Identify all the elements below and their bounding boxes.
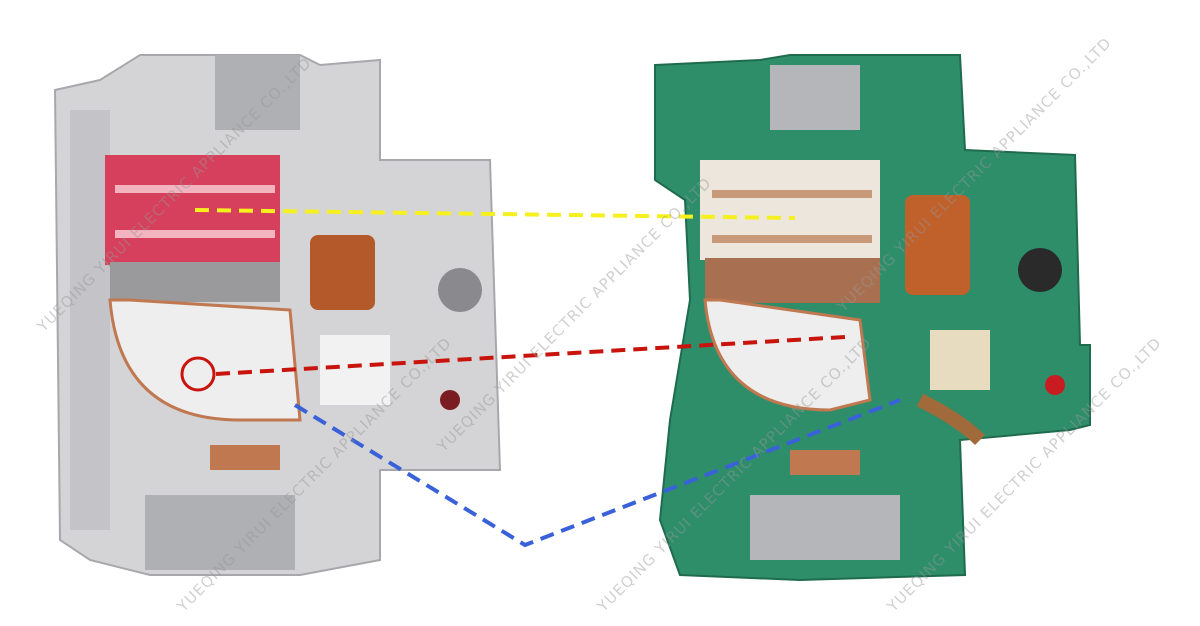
terminal-top [215, 55, 300, 130]
mechanism-guide-line [293, 398, 901, 548]
contact-marker-circle [180, 356, 216, 392]
green-breaker [654, 54, 1091, 582]
contact-guide-line [215, 335, 846, 376]
terminal-bottom [750, 495, 900, 560]
terminal-bottom [145, 495, 295, 570]
coil [310, 235, 375, 310]
arc-chute-guide-line [194, 208, 796, 220]
terminal-top [770, 65, 860, 130]
coil [905, 195, 970, 295]
arc-chute [700, 160, 880, 260]
